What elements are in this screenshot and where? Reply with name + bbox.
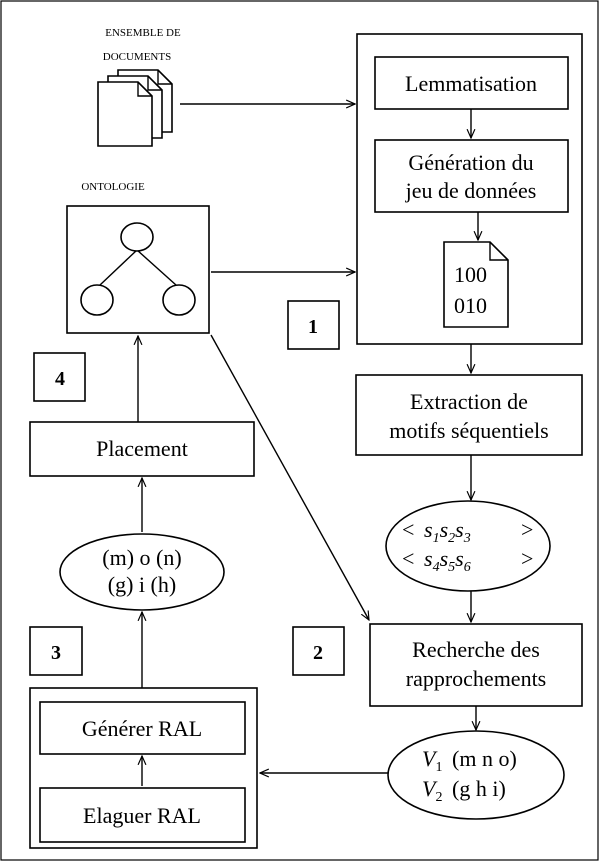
generer-ral-text: Générer RAL — [82, 716, 202, 741]
pattern-line-1: < s1s2s3 > — [402, 517, 533, 546]
data-row-1: 100 — [454, 262, 487, 287]
patterns-ellipse — [385, 500, 551, 592]
svg-text:s1s2s3: s1s2s3 — [424, 517, 471, 546]
dataset-file-icon — [443, 241, 509, 328]
placement-box — [29, 421, 255, 477]
lemmatisation-text: Lemmatisation — [405, 71, 537, 96]
extraction-box — [355, 374, 583, 456]
extraction-text-1: Extraction de — [410, 389, 528, 414]
result-ellipse — [59, 533, 225, 611]
svg-text:<: < — [402, 517, 414, 542]
generation-text-1: Génération du — [408, 150, 533, 175]
result-line-1: (m) o (n) — [102, 545, 181, 570]
step-2-number: 2 — [313, 642, 323, 664]
placement-text: Placement — [96, 436, 188, 461]
generer-ral-box — [39, 701, 246, 755]
data-row-2: 010 — [454, 293, 487, 318]
vector-line-2: V2 (g h i) — [422, 776, 506, 805]
svg-text:>: > — [521, 546, 533, 571]
svg-text:s4s5s6: s4s5s6 — [424, 546, 471, 575]
pattern-line-2: < s4s5s6 > — [402, 546, 533, 575]
generation-box — [374, 139, 569, 213]
step-3-badge — [29, 626, 83, 676]
step-2-badge — [292, 626, 345, 676]
step-1-number: 1 — [308, 316, 318, 338]
documents-icon — [97, 69, 173, 147]
step-1-badge — [287, 300, 340, 350]
svg-text:>: > — [521, 517, 533, 542]
svg-text:(m n o): (m n o) — [452, 746, 517, 771]
svg-text:<: < — [402, 546, 414, 571]
doc-set-label-2: DOCUMENTS — [103, 51, 171, 63]
vectors-ellipse — [387, 730, 565, 820]
extraction-text-2: motifs séquentiels — [389, 418, 548, 443]
step-4-badge — [33, 352, 86, 402]
doc-set-label-1: ENSEMBLE DE — [105, 27, 181, 39]
elaguer-ral-text: Elaguer RAL — [83, 803, 201, 828]
lemmatisation-box — [374, 56, 569, 110]
step-3-number: 3 — [51, 642, 61, 664]
step-4-number: 4 — [55, 368, 65, 390]
recherche-box — [369, 623, 583, 707]
result-line-2: (g) i (h) — [108, 572, 176, 597]
arrow-ontology-to-recherche — [210, 334, 369, 620]
elaguer-ral-box — [39, 787, 246, 843]
recherche-text-2: rapprochements — [406, 666, 547, 691]
ontology-tree-icon — [80, 222, 196, 316]
generation-text-2: jeu de données — [405, 178, 537, 203]
vector-line-1: V1 (m n o) — [422, 746, 517, 775]
svg-text:(g h i): (g h i) — [452, 776, 506, 801]
recherche-text-1: Recherche des — [412, 637, 540, 662]
ontology-label: ONTOLOGIE — [81, 181, 145, 193]
